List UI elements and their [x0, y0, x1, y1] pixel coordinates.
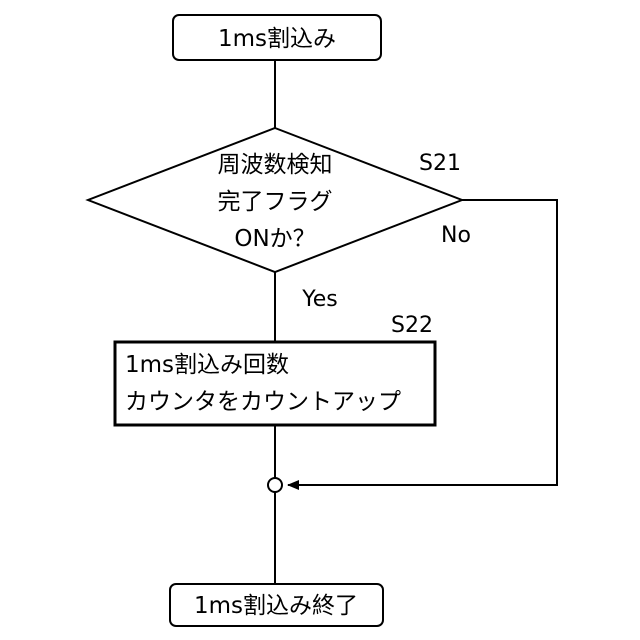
- start-terminal: 1ms割込み: [173, 15, 381, 60]
- process-node: 1ms割込み回数 カウンタをカウントアップ: [115, 342, 435, 425]
- decision-line-2: 完了フラグ: [218, 189, 333, 215]
- process-line-1: 1ms割込み回数: [125, 352, 289, 378]
- decision-line-3: ONか？: [234, 226, 315, 252]
- decision-node: 周波数検知 完了フラグ ONか？: [88, 128, 462, 272]
- end-label: 1ms割込み終了: [194, 593, 358, 619]
- yes-label: Yes: [301, 287, 338, 312]
- process-step-label: S22: [391, 313, 433, 338]
- start-label: 1ms割込み: [218, 26, 336, 52]
- process-line-2: カウンタをカウントアップ: [125, 389, 401, 415]
- decision-line-1: 周波数検知: [218, 152, 333, 178]
- end-terminal: 1ms割込み終了: [170, 584, 383, 626]
- merge-node: [268, 478, 282, 492]
- no-label: No: [441, 223, 471, 248]
- decision-step-label: S21: [419, 151, 461, 176]
